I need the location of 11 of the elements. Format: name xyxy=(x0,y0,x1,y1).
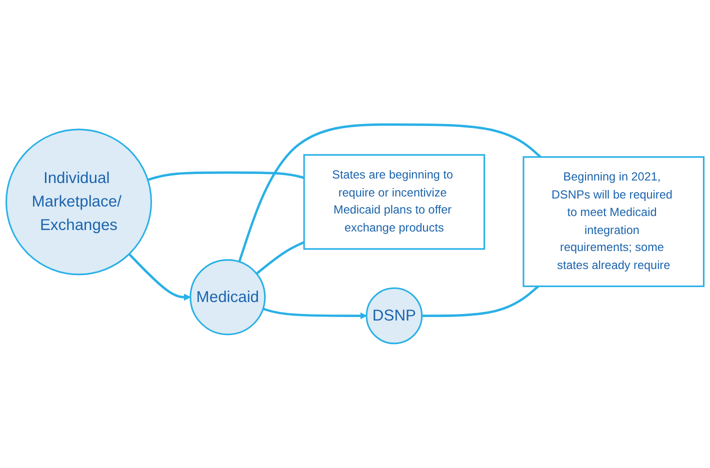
connector xyxy=(147,171,304,182)
connector xyxy=(422,285,540,317)
node-circle: Individual Marketplace/ Exchanges xyxy=(5,128,152,276)
connector xyxy=(238,123,542,262)
connector xyxy=(256,241,305,275)
node-box: Beginning in 2021, DSNPs will be required to meet Medicaid integration requirements; some states already require xyxy=(522,156,705,288)
node-circle: DSNP xyxy=(366,287,423,344)
node-circle: Medicaid xyxy=(190,259,266,336)
arrow xyxy=(262,308,367,320)
arrow xyxy=(128,253,191,301)
node-box: States are beginning to require or incentivize Medicaid plans to offer exchange products xyxy=(303,154,486,250)
